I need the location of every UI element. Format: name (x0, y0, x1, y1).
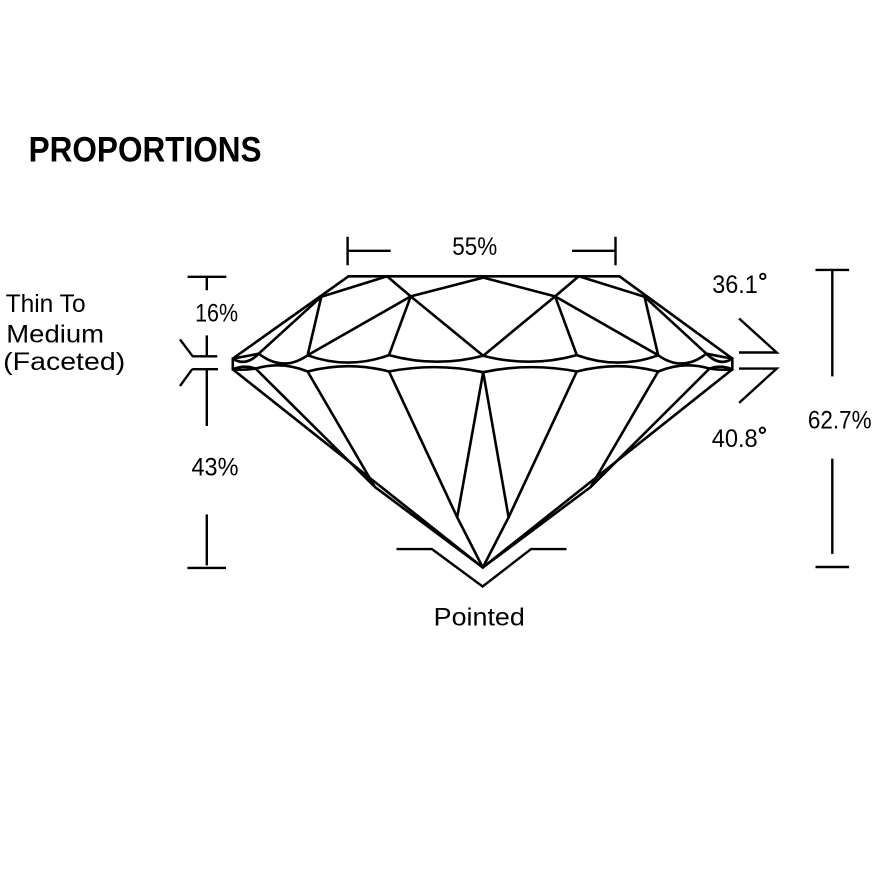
svg-text:55%: 55% (452, 233, 497, 261)
svg-text:Pointed: Pointed (434, 604, 525, 632)
svg-text:16%: 16% (195, 300, 238, 328)
svg-text:PROPORTIONS: PROPORTIONS (29, 129, 262, 169)
svg-text:43%: 43% (192, 454, 239, 482)
svg-text:36.1: 36.1 (712, 271, 758, 299)
svg-text:40.8: 40.8 (712, 425, 758, 453)
svg-text:(Faceted): (Faceted) (3, 348, 125, 376)
svg-text:Thin To: Thin To (6, 290, 86, 318)
svg-text:Medium: Medium (6, 320, 104, 348)
svg-text:62.7%: 62.7% (808, 407, 872, 435)
